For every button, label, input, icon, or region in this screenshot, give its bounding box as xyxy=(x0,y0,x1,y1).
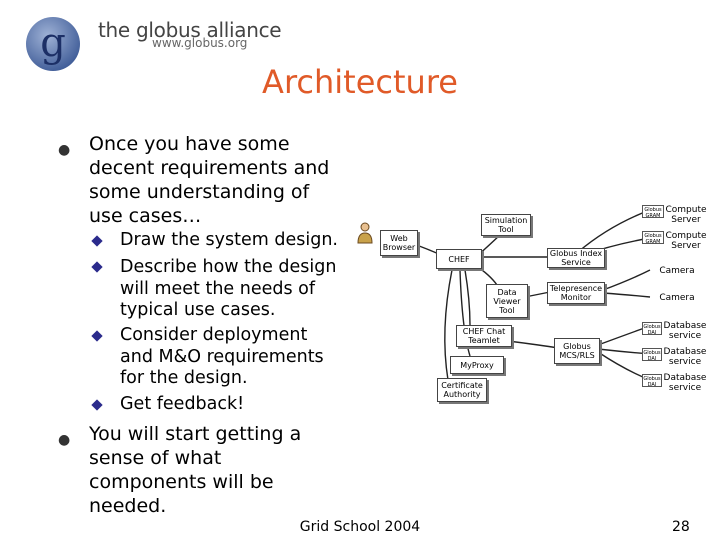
dai-tag-2: Globus DAI xyxy=(642,348,662,362)
bullet-dot-icon: ● xyxy=(58,432,71,448)
logo-name: the globus alliance xyxy=(98,18,282,42)
globus-logo-icon: g xyxy=(26,17,80,71)
sub-bullet-text-4: Get feedback! xyxy=(120,394,245,414)
gram-tag-1: Globus GRAM xyxy=(642,205,664,219)
page-number: 28 xyxy=(672,519,690,535)
telepresence-monitor-box: Telepresence Monitor xyxy=(547,282,605,304)
sub-bullet-text-3: Consider deployment and M&O requirements… xyxy=(120,325,324,388)
dai-tag-3: Globus DAI xyxy=(642,374,662,388)
globus-mcs-rls-box: Globus MCS/RLS xyxy=(554,338,600,364)
footer-title: Grid School 2004 xyxy=(299,519,421,535)
simulation-tool-box: Simulation Tool xyxy=(481,214,531,236)
camera-label-2: Camera xyxy=(659,293,695,303)
slide-title: Architecture xyxy=(262,63,458,101)
camera-label-1: Camera xyxy=(659,266,695,276)
logo-url: www.globus.org xyxy=(152,36,248,50)
globus-index-service-box: Globus Index Service xyxy=(547,248,605,268)
bullet-dot-icon: ● xyxy=(58,142,71,158)
compute-server-label-2: Compute Server xyxy=(665,231,707,251)
dai-tag-1: Globus DAI xyxy=(642,322,662,336)
bullet-text-2: You will start getting a sense of what c… xyxy=(89,423,302,517)
data-viewer-tool-box: Data Viewer Tool xyxy=(486,284,528,318)
certificate-authority-box: Certificate Authority xyxy=(437,378,487,402)
database-service-label-3: Database service xyxy=(663,373,707,393)
user-icon xyxy=(357,222,373,244)
logo-mark: g xyxy=(40,20,66,66)
bullet-text-1: Once you have some decent requirements a… xyxy=(89,133,330,227)
web-browser-box: Web Browser xyxy=(380,230,418,256)
sub-bullet-text-1: Draw the system design. xyxy=(120,230,338,250)
chef-chat-teamlet-box: CHEF Chat Teamlet xyxy=(456,325,512,347)
database-service-label-1: Database service xyxy=(663,321,707,341)
gram-tag-2: Globus GRAM xyxy=(642,231,664,245)
sub-bullet-text-2: Describe how the design will meet the ne… xyxy=(120,257,337,320)
myproxy-box: MyProxy xyxy=(450,356,504,374)
compute-server-label-1: Compute Server xyxy=(665,205,707,225)
chef-box: CHEF xyxy=(436,249,482,269)
database-service-label-2: Database service xyxy=(663,347,707,367)
